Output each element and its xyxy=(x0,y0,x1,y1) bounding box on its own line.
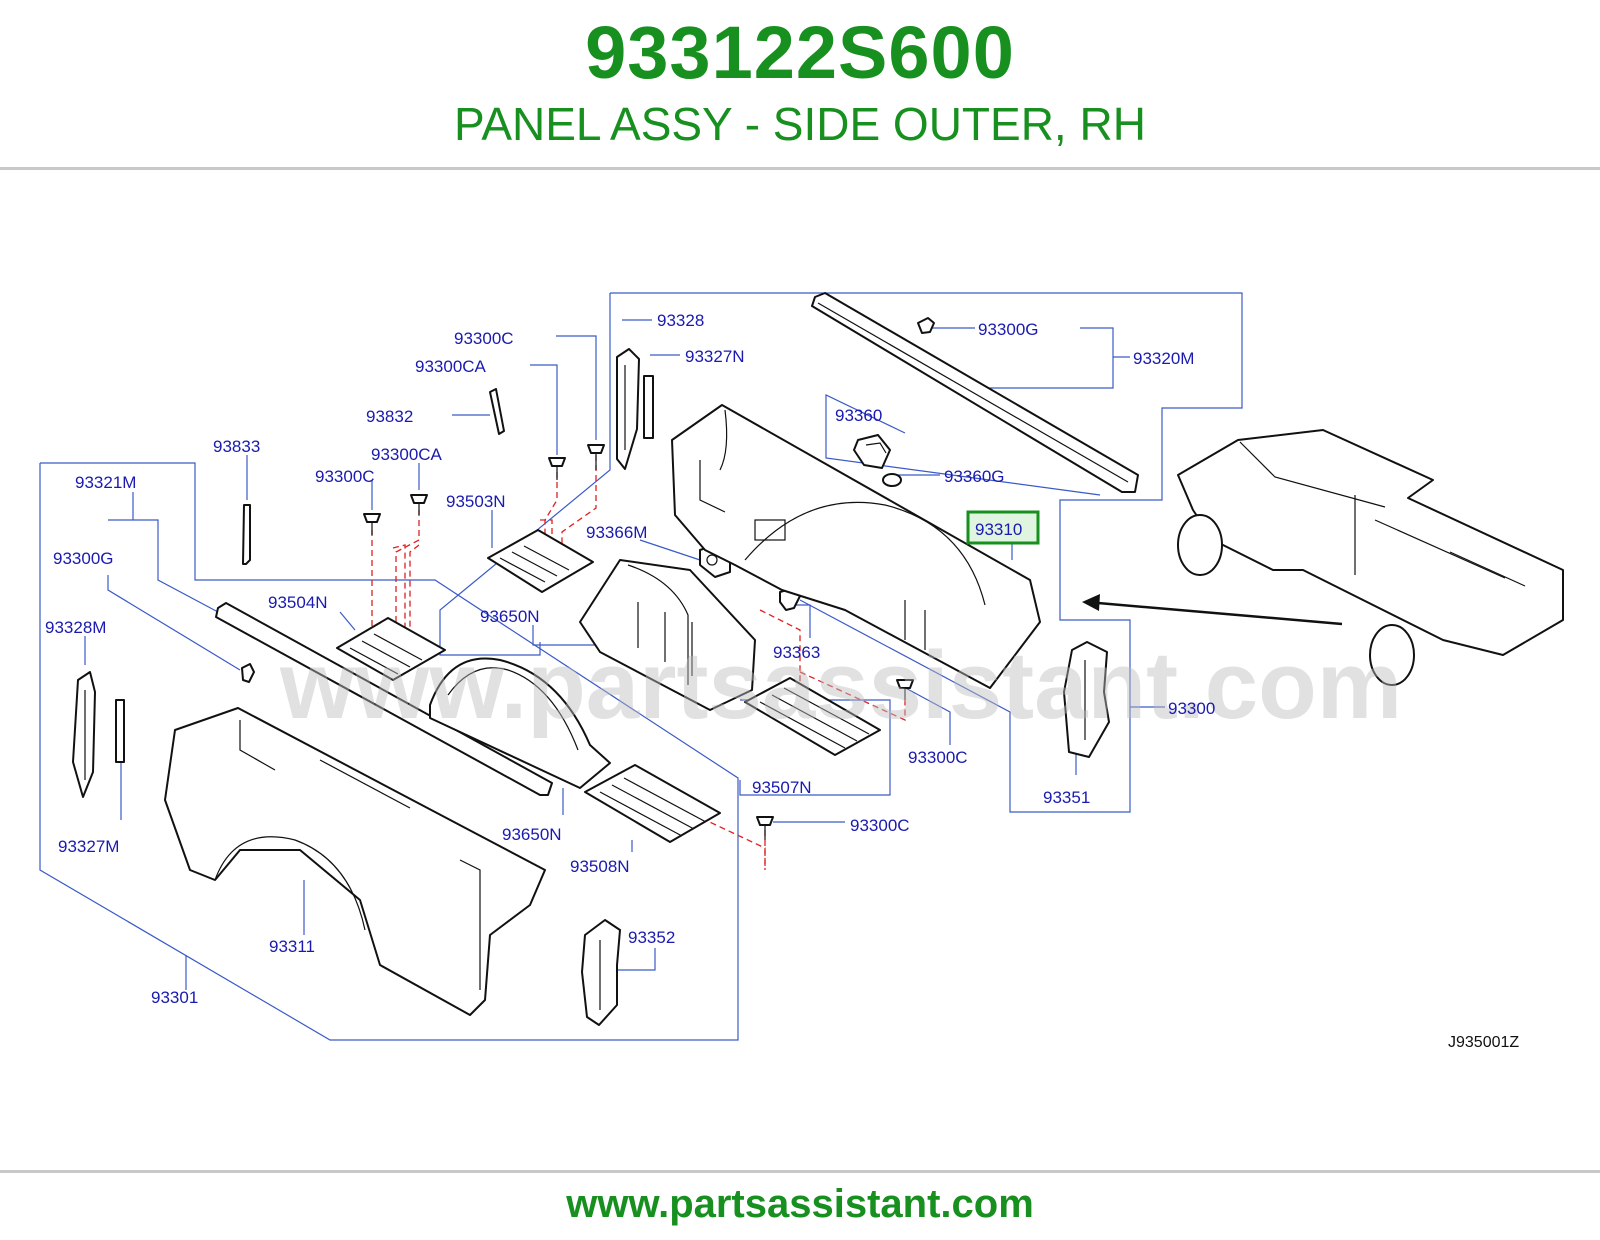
callout-93311[interactable]: 93311 xyxy=(269,937,315,956)
bottom-divider xyxy=(0,1170,1600,1173)
wheelhouse-93650n-upper xyxy=(579,559,756,711)
clip-93300g-top xyxy=(917,317,935,334)
rail-93321m xyxy=(215,602,553,796)
callout-93300g-left[interactable]: 93300G xyxy=(53,549,114,568)
callout-93507n[interactable]: 93507N xyxy=(752,778,812,797)
bracket-93832 xyxy=(489,388,505,435)
plate-93507n xyxy=(744,677,881,756)
callout-labels: 93328 93327N 93300C 93300CA 93832 93833 … xyxy=(45,311,1215,1007)
callout-93300ca-left[interactable]: 93300CA xyxy=(371,445,443,464)
part-description: PANEL ASSY - SIDE OUTER, RH xyxy=(454,98,1146,150)
rail-93320m xyxy=(811,292,1139,493)
callout-93360g[interactable]: 93360G xyxy=(944,467,1005,486)
part-number-title: 933122S600 xyxy=(585,11,1015,94)
leader-lines xyxy=(39,292,1243,1041)
callout-93320m[interactable]: 93320M xyxy=(1133,349,1194,368)
footer-url[interactable]: www.partsassistant.com xyxy=(566,1182,1034,1226)
bracket-93351 xyxy=(1063,641,1110,758)
callout-93327n[interactable]: 93327N xyxy=(685,347,745,366)
panel-93310 xyxy=(671,404,1041,689)
callout-93300c-left[interactable]: 93300C xyxy=(315,467,375,486)
callout-93363[interactable]: 93363 xyxy=(773,643,820,662)
bolt-93300c-top xyxy=(587,444,605,470)
callout-93300c-low[interactable]: 93300C xyxy=(850,816,910,835)
strap-93833 xyxy=(242,504,251,565)
bolt-93300c-low xyxy=(756,816,774,840)
callout-93300ca-top[interactable]: 93300CA xyxy=(415,357,487,376)
panel-93311 xyxy=(164,707,546,1016)
highlight-box-93310 xyxy=(966,510,1040,545)
callout-93328[interactable]: 93328 xyxy=(657,311,704,330)
callout-93301[interactable]: 93301 xyxy=(151,988,198,1007)
callout-93352[interactable]: 93352 xyxy=(628,928,675,947)
lid-93360 xyxy=(853,434,891,469)
plug-93360g xyxy=(882,473,902,487)
callout-93504n[interactable]: 93504N xyxy=(268,593,328,612)
fastener-dashed-lines xyxy=(371,455,906,870)
plate-93503n xyxy=(487,529,594,593)
callout-93351[interactable]: 93351 xyxy=(1043,788,1090,807)
callout-93321m[interactable]: 93321M xyxy=(75,473,136,492)
strip-93327n xyxy=(643,375,654,439)
callout-93300c-mid[interactable]: 93300C xyxy=(908,748,968,767)
plate-93508n xyxy=(584,764,721,843)
callout-93508n[interactable]: 93508N xyxy=(570,857,630,876)
bolt-93300c-left xyxy=(363,513,381,535)
callout-93832[interactable]: 93832 xyxy=(366,407,413,426)
bolt-93300ca-left xyxy=(410,494,428,515)
callout-93503n[interactable]: 93503N xyxy=(446,492,506,511)
callout-93300[interactable]: 93300 xyxy=(1168,699,1215,718)
plate-93504n xyxy=(336,617,446,681)
bracket-93352 xyxy=(581,919,621,1026)
callout-93300g-top[interactable]: 93300G xyxy=(978,320,1039,339)
callout-93833[interactable]: 93833 xyxy=(213,437,260,456)
clip-93300g-left xyxy=(241,663,255,683)
watermark: www.partsassistant.com xyxy=(279,632,1402,739)
strip-93327m xyxy=(115,699,125,763)
callout-93328m[interactable]: 93328M xyxy=(45,618,106,637)
truck-illustration xyxy=(1177,429,1564,686)
pillar-93328m xyxy=(72,671,96,798)
bolt-93300c-mid xyxy=(896,679,914,700)
callout-93300c-top[interactable]: 93300C xyxy=(454,329,514,348)
callout-93360[interactable]: 93360 xyxy=(835,406,882,425)
callout-93366m[interactable]: 93366M xyxy=(586,523,647,542)
pillar-93328 xyxy=(616,348,640,470)
callout-93650n-upper[interactable]: 93650N xyxy=(480,607,540,626)
callout-93310[interactable]: 93310 xyxy=(975,520,1022,539)
view-arrow xyxy=(1082,594,1343,626)
diagram-code: J935001Z xyxy=(1448,1034,1519,1051)
callout-93650n-lower[interactable]: 93650N xyxy=(502,825,562,844)
bolt-93300ca-top xyxy=(548,457,566,480)
part-drawings xyxy=(72,292,1564,1026)
callout-93327m[interactable]: 93327M xyxy=(58,837,119,856)
wheelhouse-93650n-lower xyxy=(429,657,611,789)
top-divider xyxy=(0,167,1600,170)
